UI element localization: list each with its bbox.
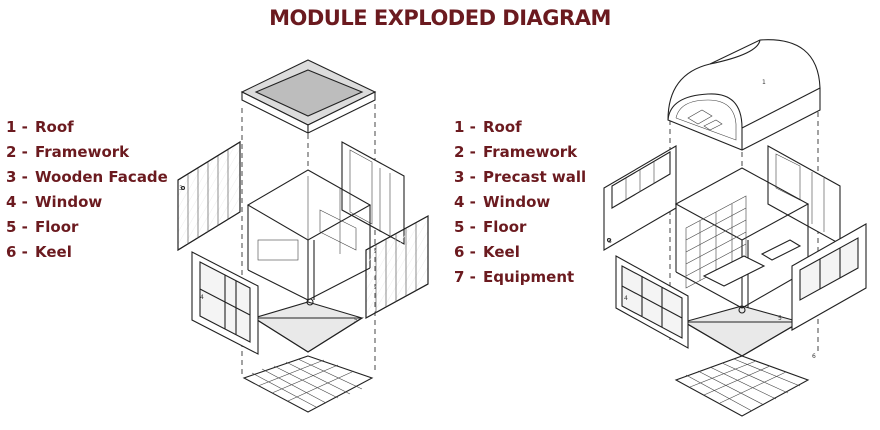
legend-item: 1 - Roof [6, 115, 168, 140]
part-number-label: 1 [762, 79, 766, 86]
legend-item: 7 - Equipment [454, 265, 586, 290]
legend-label: Equipment [483, 268, 575, 286]
legend-label: Window [35, 193, 103, 211]
legend-number: 5 - [6, 218, 28, 236]
legend-label: Roof [35, 118, 74, 136]
window-panel [791, 223, 867, 331]
legend-item: 2 - Framework [454, 140, 586, 165]
legend-number: 1 - [454, 118, 476, 136]
legend-left: 1 - Roof 2 - Framework 3 - Wooden Facade 4 … [6, 115, 168, 265]
legend-number: 3 - [6, 168, 28, 186]
legend-item: 4 - Window [6, 190, 168, 215]
wooden-facade-panel [365, 215, 429, 319]
legend-label: Framework [483, 143, 578, 161]
legend-number: 2 - [6, 143, 28, 161]
left-module: 4 5 3 [177, 59, 429, 413]
door-panel [341, 141, 405, 245]
part-number-label: 5 [778, 315, 782, 322]
legend-number: 4 - [454, 193, 476, 211]
keel-grid [674, 355, 810, 417]
diagram-title: MODULE EXPLODED DIAGRAM [269, 6, 611, 30]
precast-wall-panel [603, 145, 677, 251]
legend-item: 4 - Window [454, 190, 586, 215]
wooden-facade-panel [177, 141, 241, 251]
legend-label: Precast wall [483, 168, 587, 186]
keel-grid [242, 355, 374, 413]
window-panel [191, 251, 259, 355]
part-number-label: 5 [354, 317, 358, 324]
legend-label: Keel [483, 243, 520, 261]
legend-label: Wooden Facade [35, 168, 168, 186]
legend-item: 5 - Floor [6, 215, 168, 240]
legend-number: 4 - [6, 193, 28, 211]
legend-item: 6 - Keel [454, 240, 586, 265]
part-number-label: 4 [200, 294, 204, 301]
legend-number: 2 - [454, 143, 476, 161]
precast-wall-panel [767, 145, 841, 245]
legend-label: Roof [483, 118, 522, 136]
legend-label: Window [483, 193, 551, 211]
part-number-label: 3 [179, 185, 183, 192]
right-module: 1 3 4 5 6 [603, 39, 867, 417]
legend-item: 5 - Floor [454, 215, 586, 240]
legend-label: Framework [35, 143, 130, 161]
legend-number: 1 - [6, 118, 28, 136]
legend-item: 3 - Precast wall [454, 165, 586, 190]
legend-number: 3 - [454, 168, 476, 186]
legend-item: 2 - Framework [6, 140, 168, 165]
legend-right: 1 - Roof 2 - Framework 3 - Precast wall 4 -… [454, 115, 586, 290]
part-number-label: 4 [624, 295, 628, 302]
part-number-label: 6 [812, 353, 816, 360]
legend-number: 6 - [454, 243, 476, 261]
legend-number: 7 - [454, 268, 476, 286]
legend-label: Keel [35, 243, 72, 261]
roof-panel [240, 59, 377, 134]
equipment [685, 195, 802, 289]
legend-label: Floor [483, 218, 527, 236]
legend-number: 6 - [6, 243, 28, 261]
legend-label: Floor [35, 218, 79, 236]
part-number-label: 3 [608, 238, 612, 245]
legend-item: 1 - Roof [454, 115, 586, 140]
floor-slab [252, 301, 364, 353]
legend-item: 3 - Wooden Facade [6, 165, 168, 190]
legend-number: 5 - [454, 218, 476, 236]
window-panel [615, 255, 689, 349]
legend-item: 6 - Keel [6, 240, 168, 265]
vaulted-roof [667, 39, 821, 151]
